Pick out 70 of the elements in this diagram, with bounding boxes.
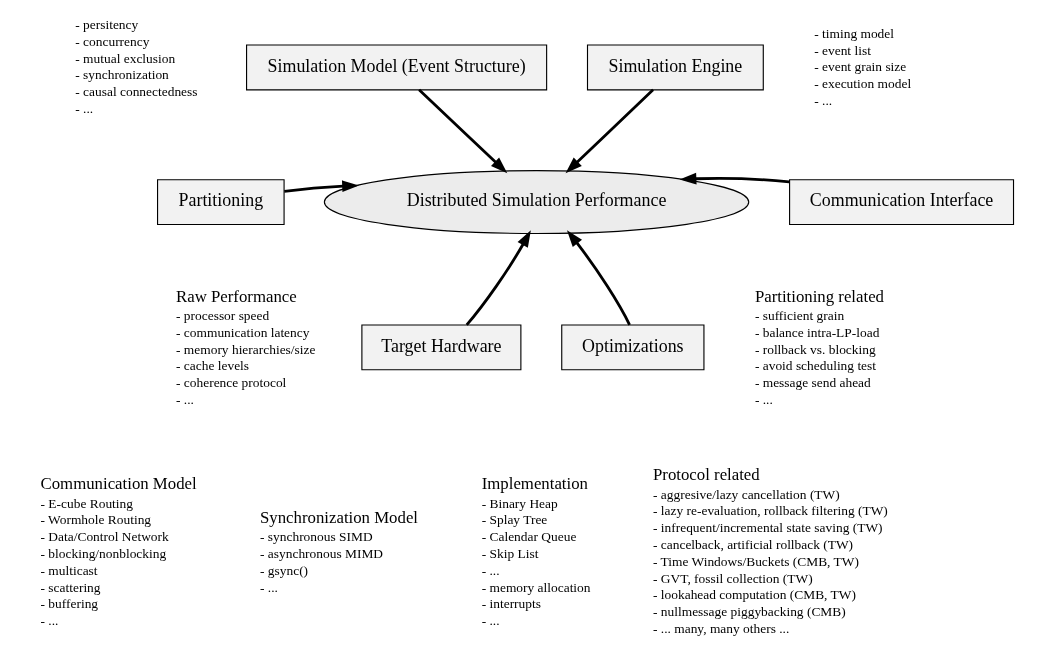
node-label: - event list xyxy=(814,42,871,58)
arrow xyxy=(465,230,531,326)
node-label: - ... xyxy=(814,93,833,109)
label: - infrequent/incremental state saving (TW) xyxy=(653,520,883,536)
node-label: - ... xyxy=(754,392,773,408)
arrow xyxy=(284,180,359,193)
node-label: - message send ahead xyxy=(754,375,871,391)
node-box: Communication Interface xyxy=(789,179,1015,226)
node-box: Target Hardware xyxy=(361,324,522,371)
arrow xyxy=(679,172,790,185)
node-box: Simulation Engine xyxy=(586,44,764,91)
arrow xyxy=(418,88,508,174)
label: Implementation xyxy=(481,474,588,494)
label: - Data/Control Network xyxy=(40,529,169,545)
label: - GVT, fossil collection (TW) xyxy=(653,570,813,586)
label: - Skip List xyxy=(481,546,539,562)
label: - gsync() xyxy=(260,562,309,578)
label: - memory allocation xyxy=(481,579,591,595)
node-label: - causal connectedness xyxy=(75,84,198,100)
label: Protocol related xyxy=(653,465,760,485)
node-label: - communication latency xyxy=(176,324,310,340)
node-label: - coherence protocol xyxy=(176,375,287,391)
node-label: Partitioning related xyxy=(754,286,884,306)
node-label: - balance intra-LP-load xyxy=(754,324,880,340)
label: - blocking/nonblocking xyxy=(40,546,167,562)
node-label: - execution model xyxy=(814,76,912,92)
label: - ... xyxy=(481,613,500,629)
node-label: - sufficient grain xyxy=(754,308,845,324)
node-label: - timing model xyxy=(814,25,895,41)
node-label: - avoid scheduling test xyxy=(754,358,877,374)
node-box: Simulation Model (Event Structure) xyxy=(246,44,548,91)
node-label: Raw Performance xyxy=(176,286,297,306)
label: - nullmessage piggybacking (CMB) xyxy=(653,604,846,620)
node-box: Partitioning xyxy=(157,179,285,226)
node-label: - ... xyxy=(176,392,194,408)
label: - lookahead computation (CMB, TW) xyxy=(653,587,856,603)
label: - asynchronous MIMD xyxy=(260,546,384,562)
label: - interrupts xyxy=(481,596,541,612)
node-label: - event grain size xyxy=(814,59,907,75)
label: - ... xyxy=(40,613,59,629)
node-label: - ... xyxy=(75,100,94,116)
arrow xyxy=(565,88,655,174)
arrow xyxy=(566,230,631,326)
node-label: - rollback vs. blocking xyxy=(754,341,876,357)
label: Synchronization Model xyxy=(260,507,418,527)
label: - scattering xyxy=(40,579,101,595)
label: - synchronous SIMD xyxy=(260,529,373,545)
label: - Calendar Queue xyxy=(481,529,577,545)
node-label: - memory hierarchies/size xyxy=(176,341,316,357)
label: - multicast xyxy=(40,562,98,578)
node-label: - processor speed xyxy=(176,308,270,324)
label: - ... xyxy=(481,562,500,578)
node-label: - concurrency xyxy=(75,33,150,49)
label: - ... many, many others ... xyxy=(653,621,790,637)
label: - cancelback, artificial rollback (TW) xyxy=(653,537,854,553)
label: - ... xyxy=(260,579,278,595)
label: - buffering xyxy=(40,596,99,612)
node-label: - cache levels xyxy=(176,358,250,374)
label: - Wormhole Routing xyxy=(40,512,152,528)
node-box: Optimizations xyxy=(561,324,705,371)
label: - Splay Tree xyxy=(481,512,548,528)
label: - E-cube Routing xyxy=(40,495,134,511)
label: - Binary Heap xyxy=(481,495,558,511)
node-label: - synchronization xyxy=(75,67,169,83)
label: - lazy re-evaluation, rollback filtering (TW) xyxy=(653,503,888,519)
label: Communication Model xyxy=(40,474,197,494)
label: - aggresive/lazy cancellation (TW) xyxy=(653,486,840,502)
node-label: - persitency xyxy=(75,16,139,32)
node-label: - mutual exclusion xyxy=(75,50,176,66)
label: - Time Windows/Buckets (CMB, TW) xyxy=(653,553,859,569)
